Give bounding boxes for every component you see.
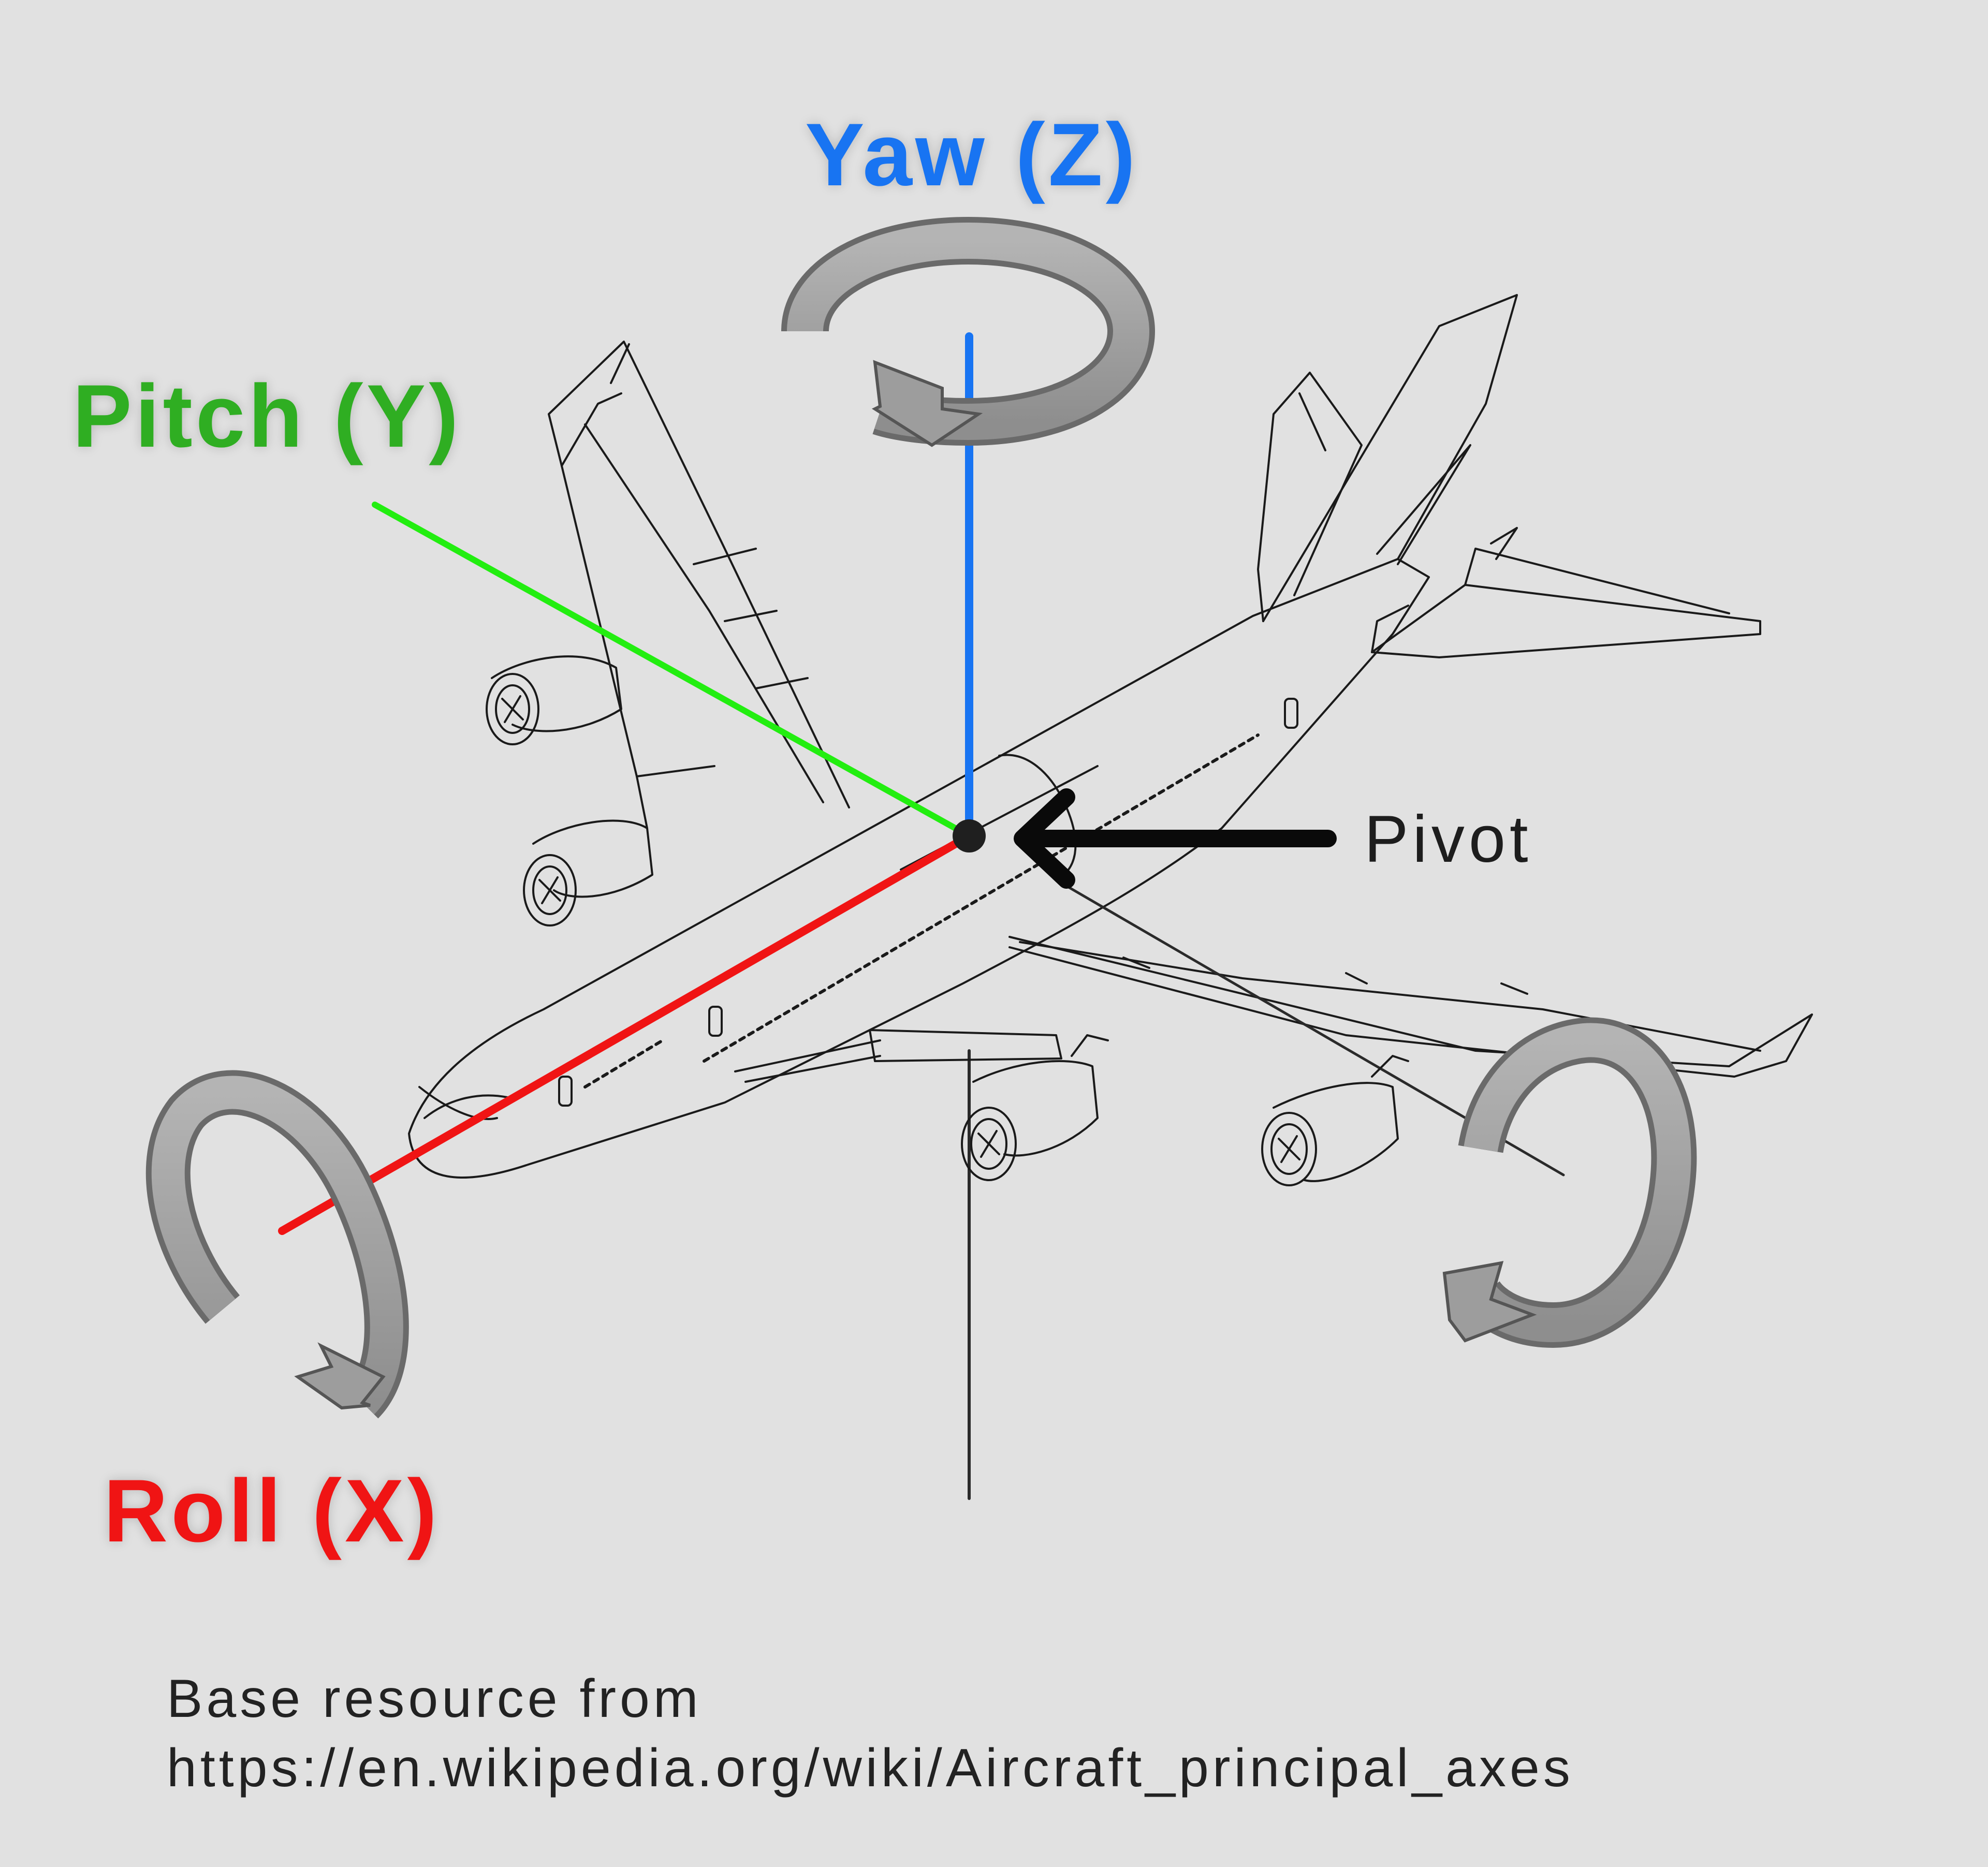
upper-wing <box>548 341 850 829</box>
credit-line-1: Base resource from <box>167 1669 702 1729</box>
pitch-axis-line <box>372 502 972 839</box>
horizontal-stabilizer <box>1371 584 1761 658</box>
fuselage <box>408 558 1430 1179</box>
roll-axis-label: Roll (X) <box>104 1461 440 1561</box>
pivot-label: Pivot <box>1364 802 1532 876</box>
engine-upper-outer <box>486 655 622 745</box>
engine-upper-inner <box>523 819 653 927</box>
pitch-axis-label: Pitch (Y) <box>72 366 462 466</box>
yaw-axis-label: Yaw (Z) <box>805 105 1139 204</box>
credit-url: https://en.wikipedia.org/wiki/Aircraft_p… <box>167 1738 1574 1798</box>
circular-arrow-icon <box>145 1070 409 1419</box>
source-credit: Base resource from https://en.wikipedia.… <box>167 1664 1574 1803</box>
engine-lower-inner <box>961 1034 1109 1181</box>
lower-wing <box>1008 936 1813 1078</box>
engine-lower-outer <box>1261 1055 1409 1186</box>
vertical-stabilizer <box>1262 294 1518 622</box>
circular-arrow-icon <box>1442 1017 1697 1348</box>
circular-arrow-icon <box>781 216 1156 447</box>
pivot-point <box>953 819 986 852</box>
arrow-left-icon <box>1014 788 1337 889</box>
roll-axis-line <box>278 832 973 1235</box>
